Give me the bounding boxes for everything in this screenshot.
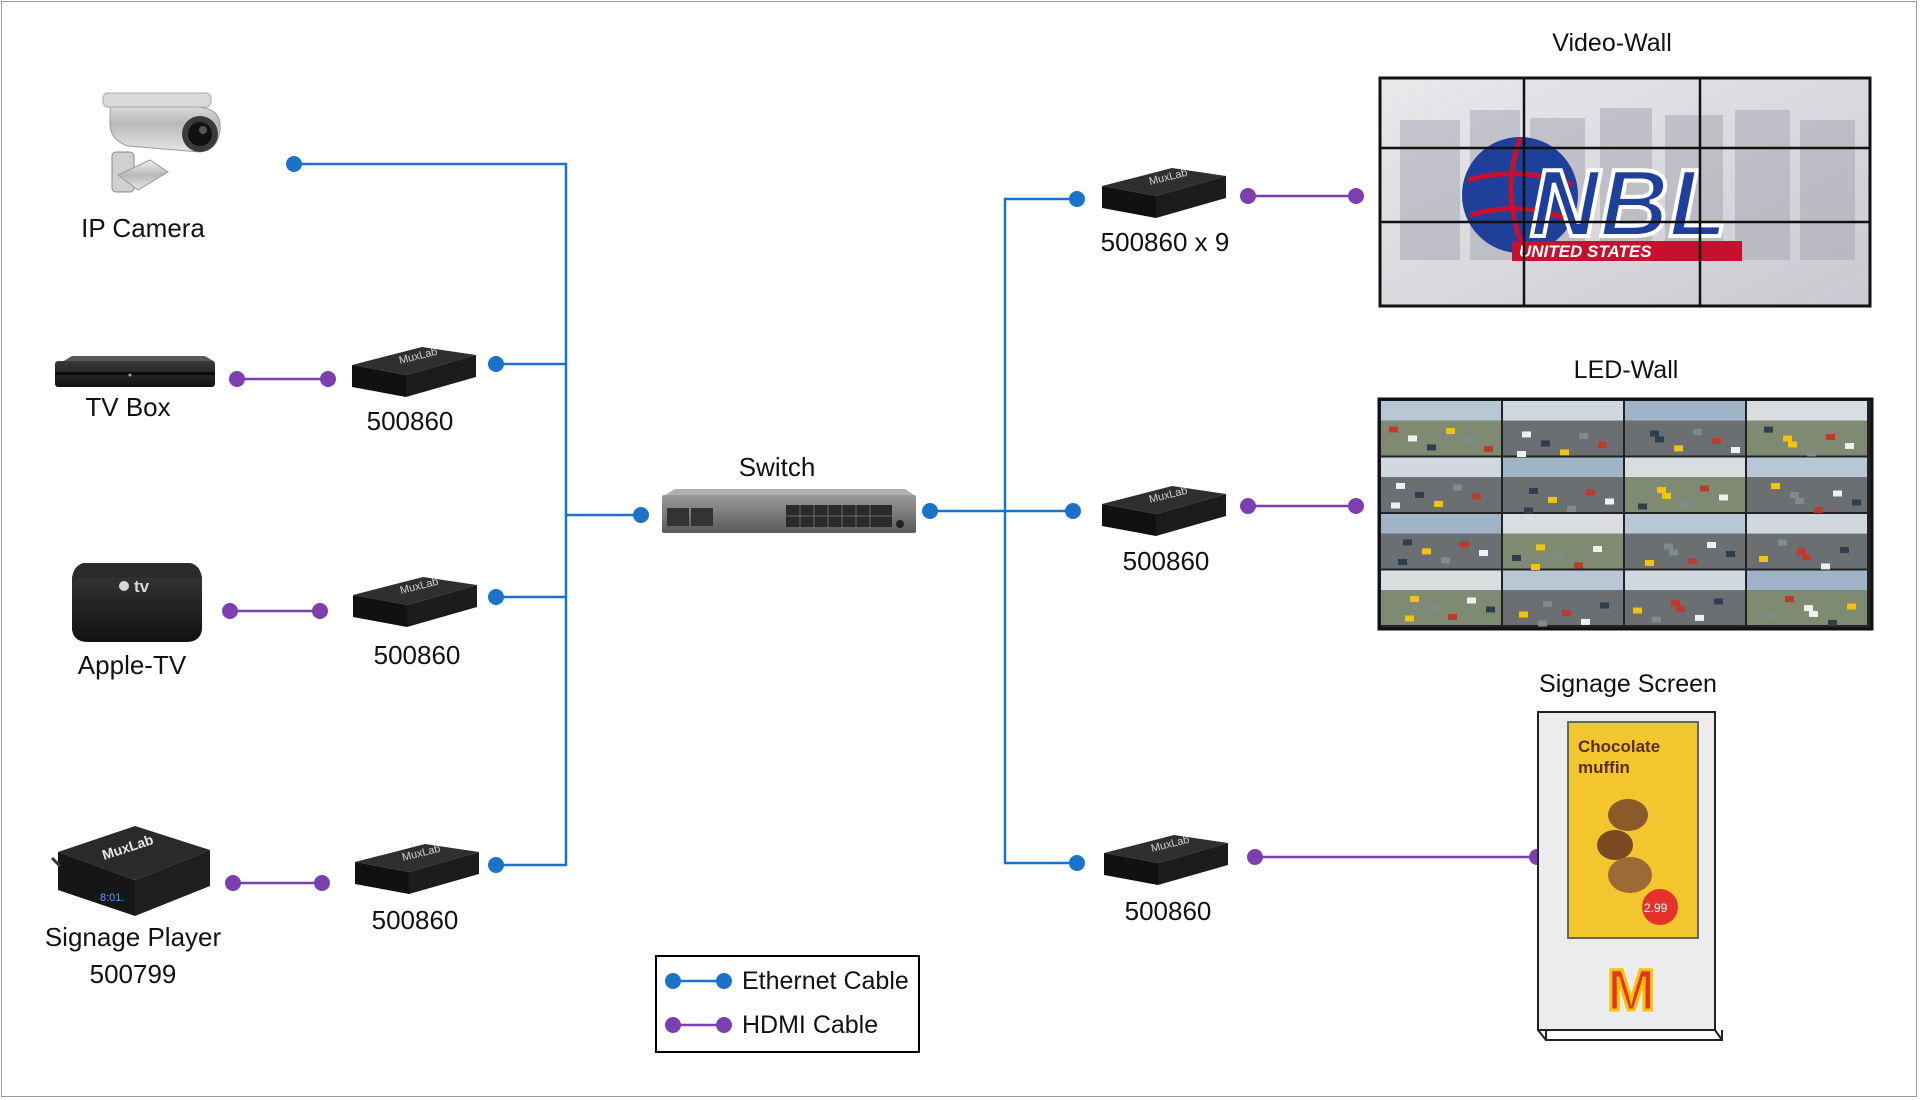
mcdonalds-logo: M <box>1607 958 1655 1023</box>
signage-decoder-label: 500860 <box>1124 896 1212 926</box>
tv-box-label: TV Box <box>85 392 171 422</box>
led-wall-tile <box>1625 570 1745 625</box>
videowall-decoder-label: 500860 x 9 <box>1100 227 1230 257</box>
switch-label: Switch <box>738 452 816 482</box>
led-wall-tile <box>1381 457 1501 512</box>
node-videowall-decoder <box>1069 191 1085 207</box>
nbl-sub-text: UNITED STATES <box>1519 242 1652 261</box>
signage-player-icon: MuxLab 8:01. <box>50 826 210 916</box>
led-wall-tile <box>1625 401 1745 456</box>
led-wall-tile <box>1625 514 1745 569</box>
video-wall-label: Video-Wall <box>1552 29 1672 57</box>
ethernet-nodes <box>286 156 1085 873</box>
svg-text:muffin: muffin <box>1578 758 1630 777</box>
led-wall-tile <box>1503 401 1623 457</box>
signage-screen-display: Chocolate muffin 2.99 M <box>1537 711 1723 1041</box>
node-switch-out <box>922 503 938 519</box>
signage-player-label: Signage Player <box>44 922 222 952</box>
svg-text:2.99: 2.99 <box>1644 901 1668 915</box>
ip-camera-cable <box>294 162 568 867</box>
videowall-decoder-icon: MuxLab <box>1102 167 1226 218</box>
node-signage-encoder <box>488 857 504 873</box>
decoder-bus-cable <box>1003 197 1077 865</box>
ip-camera-icon <box>102 92 221 193</box>
node-switch-in <box>633 507 649 523</box>
led-wall-tile <box>1503 514 1623 570</box>
led-wall-tile <box>1747 514 1867 570</box>
led-wall-tile <box>1503 457 1623 514</box>
node-appletv-encoder <box>488 589 504 605</box>
led-wall-display <box>1377 397 1874 631</box>
led-wall-tile <box>1381 401 1501 456</box>
tv-box-encoder-icon: MuxLab <box>352 346 476 397</box>
led-wall-tile <box>1381 570 1501 625</box>
led-wall-tile <box>1747 401 1867 457</box>
tv-box-icon <box>55 356 215 387</box>
led-wall-tile <box>1503 570 1623 627</box>
tv-box-encoder-label: 500860 <box>366 406 454 436</box>
signage-encoder-label: 500860 <box>371 905 459 935</box>
node-ip-camera <box>286 156 302 172</box>
led-wall-tile <box>1747 457 1867 513</box>
ledwall-decoder-label: 500860 <box>1122 546 1210 576</box>
apple-tv-encoder-label: 500860 <box>373 640 461 670</box>
led-wall-label: LED-Wall <box>1573 356 1679 384</box>
hdmi-nodes <box>222 188 1545 891</box>
hdmi-cables <box>230 194 1537 885</box>
legend-swatches <box>665 973 732 1033</box>
apple-tv-label: Apple-TV <box>77 650 187 680</box>
legend-ethernet-label: Ethernet Cable <box>742 967 909 995</box>
legend: Ethernet Cable HDMI Cable <box>655 955 920 1053</box>
legend-hdmi-label: HDMI Cable <box>742 1011 879 1039</box>
signage-encoder-icon: MuxLab <box>355 843 479 894</box>
node-signage-decoder <box>1069 855 1085 871</box>
led-wall-tile <box>1747 570 1867 626</box>
signage-player-model: 500799 <box>89 959 177 989</box>
ethernet-cables <box>294 162 1077 867</box>
svg-text:Chocolate: Chocolate <box>1578 737 1660 756</box>
nbl-logo-text: NBL <box>1530 150 1727 257</box>
node-ledwall-decoder <box>1065 503 1081 519</box>
node-tv-encoder <box>488 356 504 372</box>
svg-text:8:01.: 8:01. <box>100 892 124 904</box>
apple-tv-encoder-icon: MuxLab <box>353 576 477 627</box>
apple-tv-icon: tv <box>72 563 202 642</box>
signage-screen-label: Signage Screen <box>1539 670 1717 698</box>
ledwall-decoder-icon: MuxLab <box>1102 485 1226 536</box>
apple-tv-logo-text: tv <box>134 577 150 596</box>
switch-icon <box>662 489 916 533</box>
video-wall-display: NBL UNITED STATES <box>1378 76 1872 308</box>
led-wall-tile <box>1381 514 1501 569</box>
muxlab-units: MuxLab MuxLab MuxLab MuxLab MuxLab <box>352 167 1228 894</box>
led-wall-tile <box>1625 457 1745 512</box>
signage-decoder-icon: MuxLab <box>1104 834 1228 885</box>
ip-camera-label: IP Camera <box>81 213 205 243</box>
